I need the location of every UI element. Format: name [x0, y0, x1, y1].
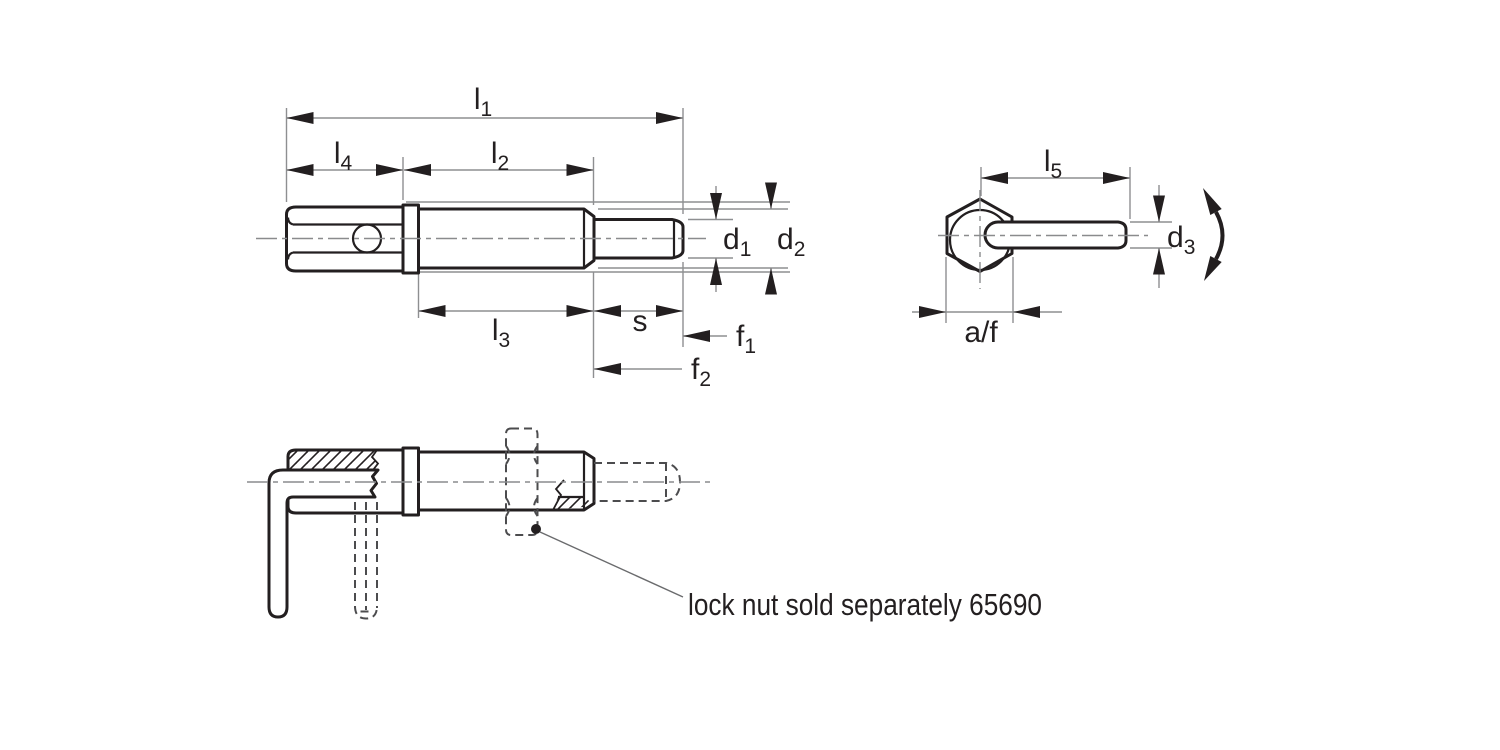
- dim-label-f1: f1: [736, 320, 756, 358]
- dim-label-af: a/f: [964, 316, 998, 349]
- hex-key: [267, 468, 380, 619]
- thread-section-hatch: [553, 497, 592, 510]
- dim-label-l3: l3: [492, 314, 510, 352]
- thread-break-line: [552, 479, 565, 511]
- spindle-end-view: [938, 190, 1148, 289]
- dim-label-l2: l2: [491, 137, 509, 175]
- rotation-arrow-icon: [1203, 188, 1225, 281]
- dim-label-l5: l5: [1044, 145, 1062, 183]
- phantom-lock-nut: [505, 427, 539, 536]
- phantom-cross-hole-pin: [354, 502, 378, 620]
- end-view: l5 d3 a/f: [912, 145, 1225, 349]
- end-view-dimension-arrows: [919, 172, 1165, 318]
- section-hatch: [288, 450, 378, 470]
- hatch-break-edge: [370, 449, 380, 471]
- dim-label-l1: l1: [474, 83, 492, 121]
- side-view-dimension-arrows: [286, 112, 777, 375]
- side-view-extension-lines: [285, 108, 790, 378]
- leader-dot: [531, 524, 541, 534]
- assembly-view: lock nut sold separately 65690: [247, 427, 1042, 622]
- dim-label-d3: d3: [1167, 221, 1195, 259]
- lock-nut-note: lock nut sold separately 65690: [688, 587, 1042, 622]
- leader-line: [539, 531, 684, 598]
- end-view-extension-lines: [945, 167, 1172, 323]
- dim-label-d1: d1: [723, 223, 751, 261]
- spindle-side-view: [256, 203, 706, 275]
- dim-label-l4: l4: [334, 137, 353, 175]
- dim-label-f2: f2: [691, 353, 711, 391]
- dim-label-s: s: [633, 305, 648, 338]
- hex-flat-edges: [286, 217, 403, 260]
- side-view: l1 l4 l2 l3 s f1 f2 d1 d2: [256, 83, 805, 391]
- dim-label-d2: d2: [777, 223, 805, 261]
